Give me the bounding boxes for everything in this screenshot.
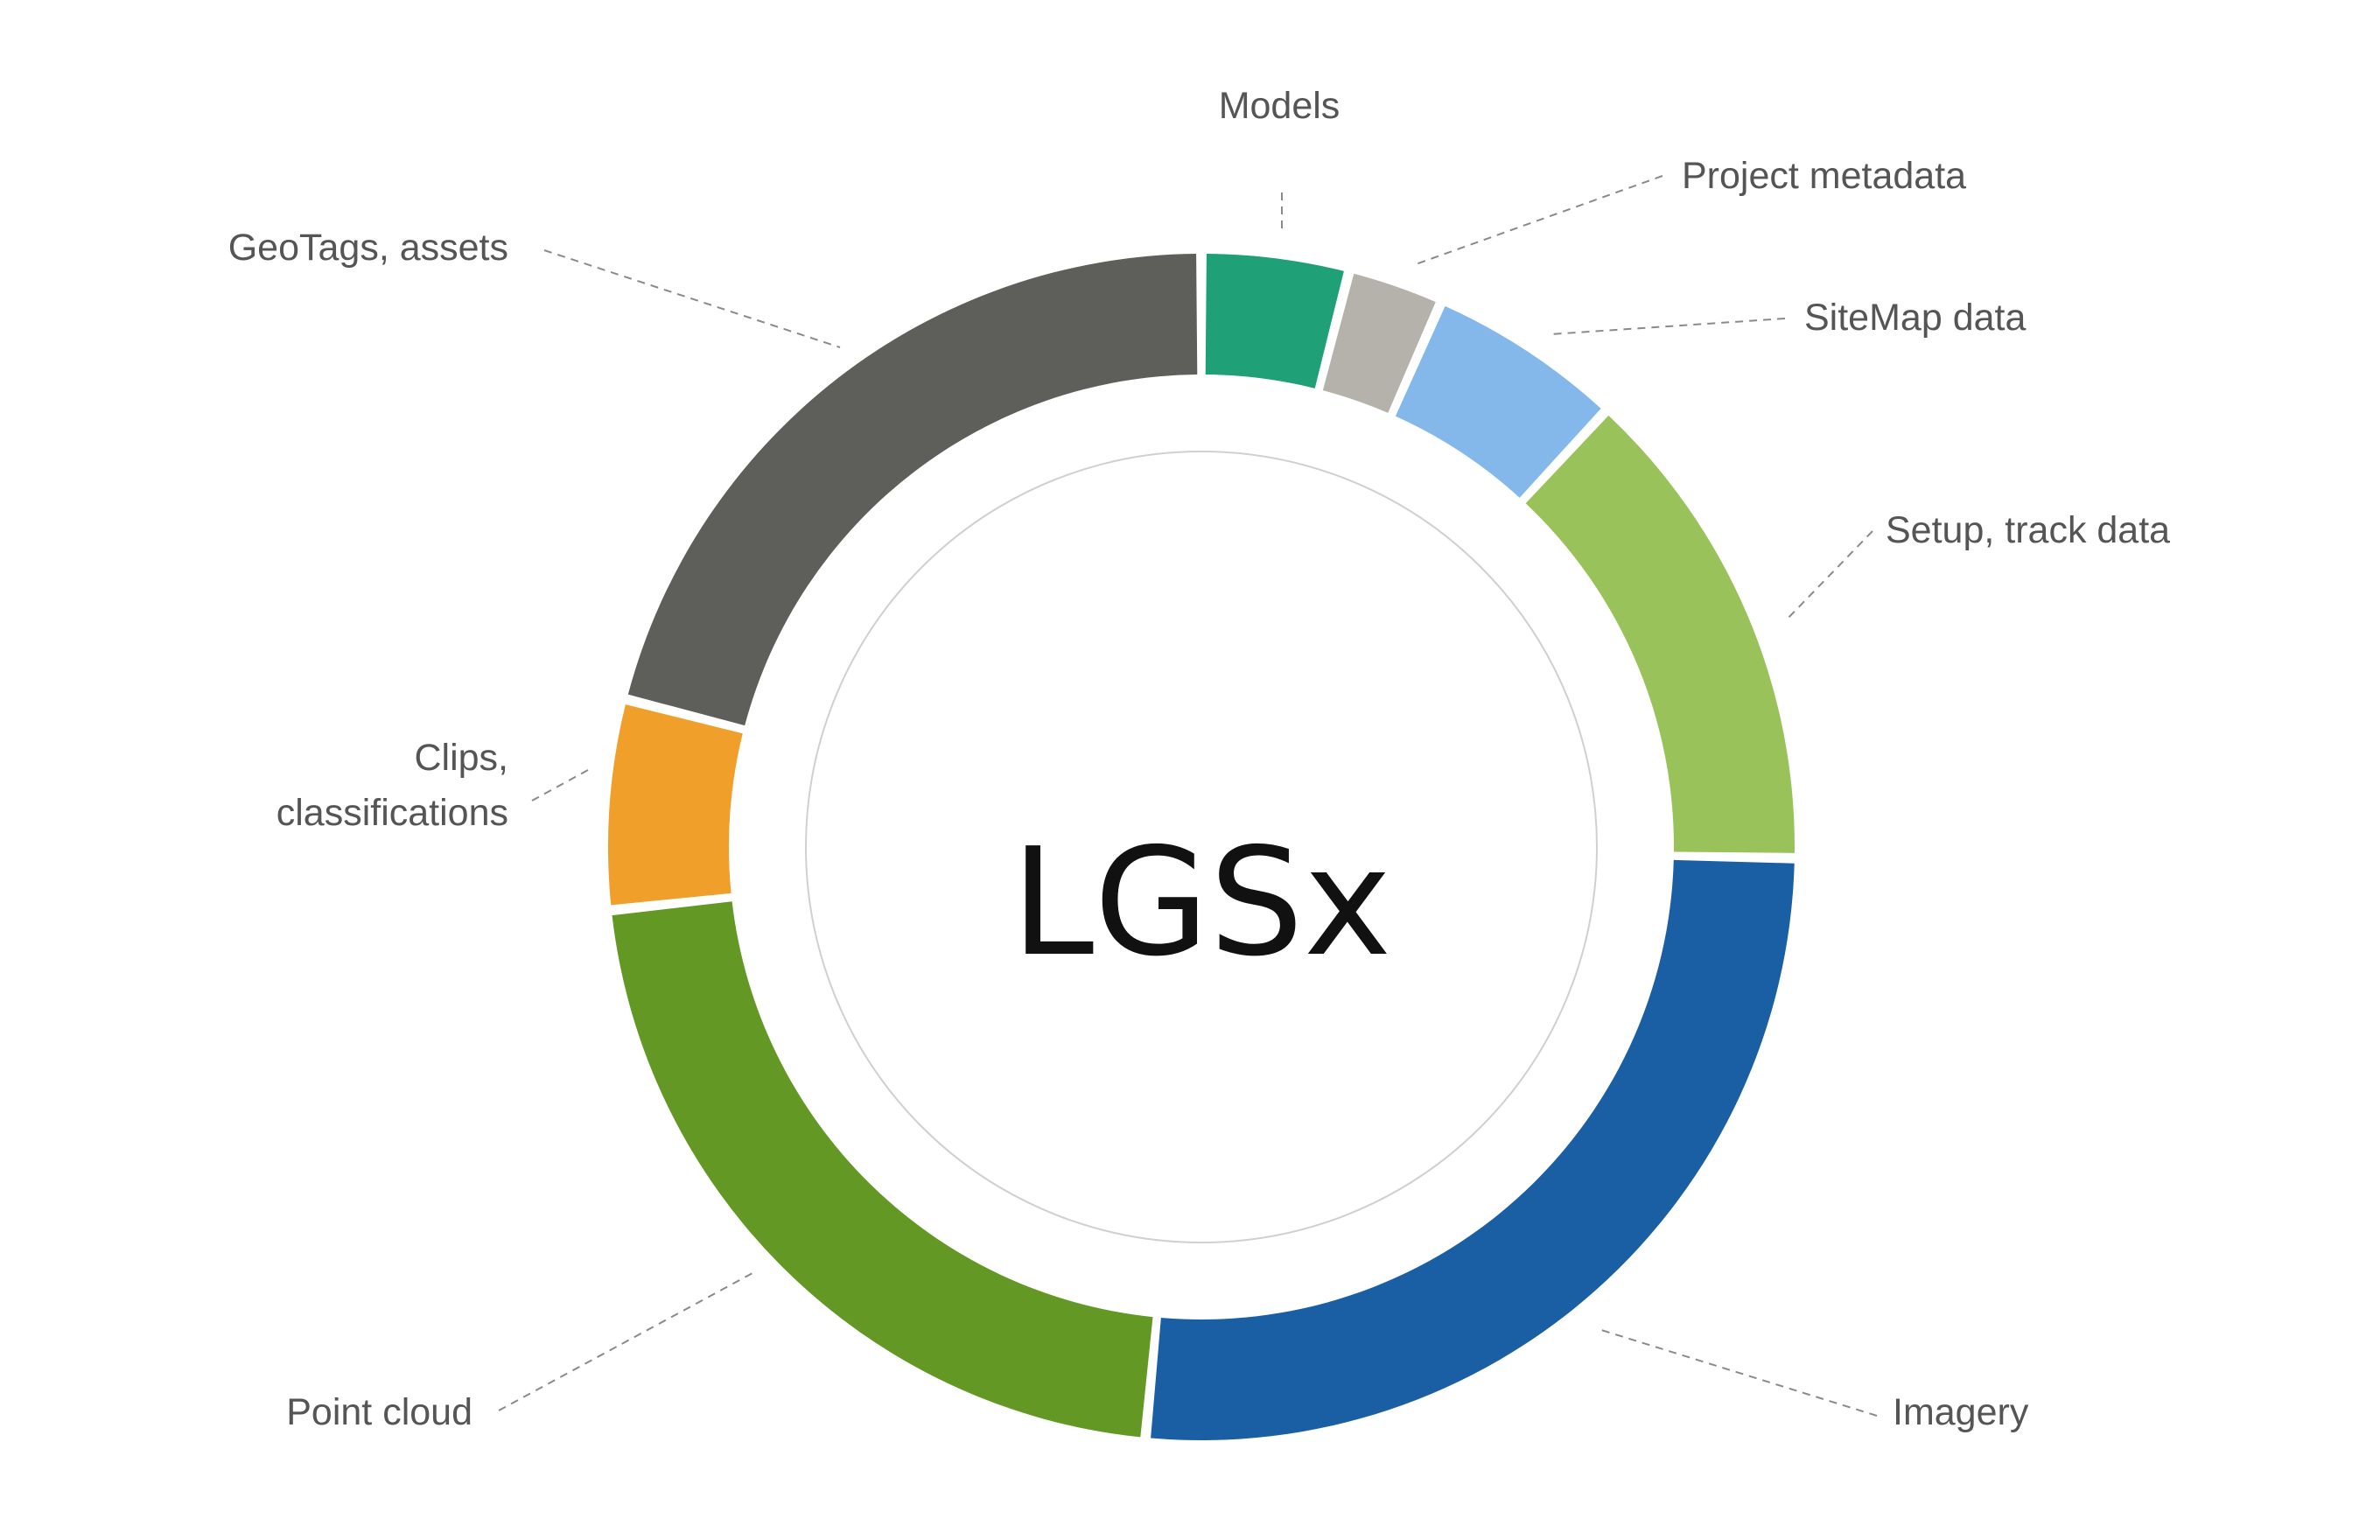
label-setup-track-data: Setup, track data (1886, 509, 2170, 551)
label-clips-line1: Clips, (414, 737, 508, 779)
label-point-cloud: Point cloud (286, 1391, 472, 1433)
slice-sitemap-data (1395, 305, 1601, 498)
leader-line-imagery (1600, 1329, 1878, 1417)
slice-imagery (1151, 859, 1795, 1440)
slice-project-metadata (1322, 273, 1436, 413)
label-imagery: Imagery (1893, 1391, 2029, 1433)
slice-clips-classifications (608, 704, 743, 906)
leader-line-point-cloud (498, 1272, 753, 1411)
leader-lines (498, 175, 1878, 1417)
label-sitemap-data: SiteMap data (1804, 297, 2026, 339)
slice-point-cloud (612, 901, 1153, 1438)
label-clips-line2: classifications (276, 792, 508, 834)
slice-models (1205, 254, 1344, 388)
leader-line-project-metadata (1415, 175, 1663, 265)
leader-line-clips-classifications (531, 769, 589, 802)
leader-line-geotags-assets (543, 249, 841, 348)
inner-ring (805, 451, 1598, 1243)
donut-slices (608, 254, 1795, 1440)
center-label: LGSx (1012, 816, 1392, 990)
leader-line-setup-track-data (1784, 530, 1873, 622)
label-models: Models (1219, 85, 1340, 127)
label-project-metadata: Project metadata (1682, 155, 1966, 197)
label-geotags-assets: GeoTags, assets (228, 227, 508, 269)
slice-setup-track-data (1525, 415, 1795, 853)
leader-line-sitemap-data (1550, 318, 1786, 335)
slice-geotags-assets (627, 254, 1198, 726)
